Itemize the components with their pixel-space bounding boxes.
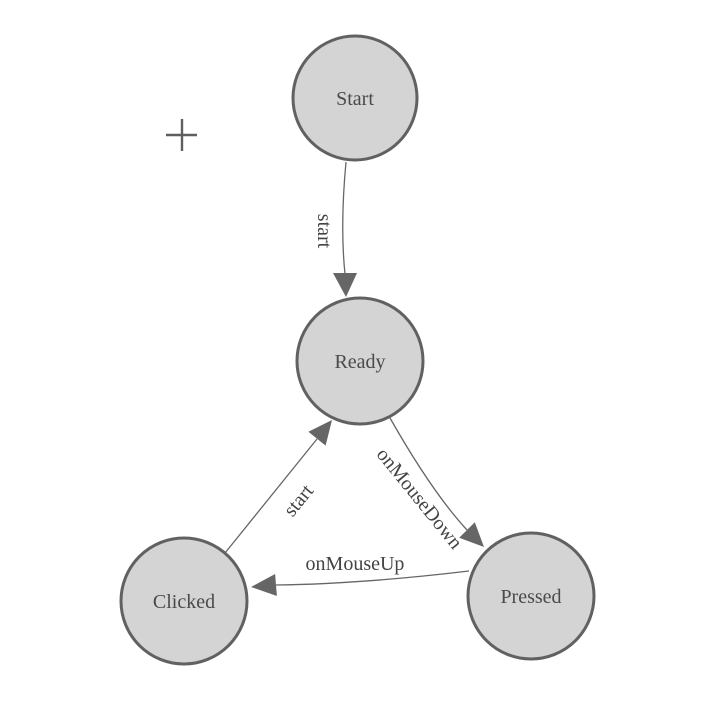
arrowhead-into-ready-top [333, 273, 357, 297]
state-label-start: Start [336, 88, 374, 110]
edge-label-onmousedown: onMouseDown [372, 444, 467, 554]
state-node-clicked[interactable]: Clicked [119, 536, 249, 666]
edge-pressed-to-clicked[interactable]: onMouseUp [251, 553, 470, 596]
edge-label-start-bottom: start [279, 480, 318, 521]
arrowhead-into-ready-bottom [308, 420, 332, 446]
state-node-pressed[interactable]: Pressed [466, 531, 596, 661]
edge-label-start-top: start [313, 214, 335, 249]
edge-pressed-to-clicked-line[interactable] [275, 570, 470, 586]
state-label-ready: Ready [334, 351, 385, 373]
state-node-start[interactable]: Start [291, 34, 419, 162]
edge-start-to-ready[interactable]: start [313, 161, 357, 297]
state-label-pressed: Pressed [500, 586, 561, 608]
edge-start-to-ready-line[interactable] [342, 161, 347, 275]
edge-clicked-to-ready-line[interactable] [224, 438, 318, 554]
arrowhead-into-pressed [459, 522, 484, 547]
edge-clicked-to-ready[interactable]: start [224, 420, 332, 554]
edge-label-onmouseup: onMouseUp [306, 553, 405, 575]
edge-ready-to-pressed-line[interactable] [389, 417, 468, 531]
edge-ready-to-pressed[interactable]: onMouseDown [372, 417, 484, 554]
state-node-ready[interactable]: Ready [295, 296, 425, 426]
arrowhead-into-clicked [251, 574, 277, 596]
state-circle-pressed[interactable] [466, 531, 596, 661]
state-circle-clicked[interactable] [119, 536, 249, 666]
state-circle-start[interactable] [291, 34, 419, 162]
state-label-clicked: Clicked [153, 591, 215, 613]
state-circle-ready[interactable] [295, 296, 425, 426]
crosshair-plus-icon [166, 119, 197, 151]
